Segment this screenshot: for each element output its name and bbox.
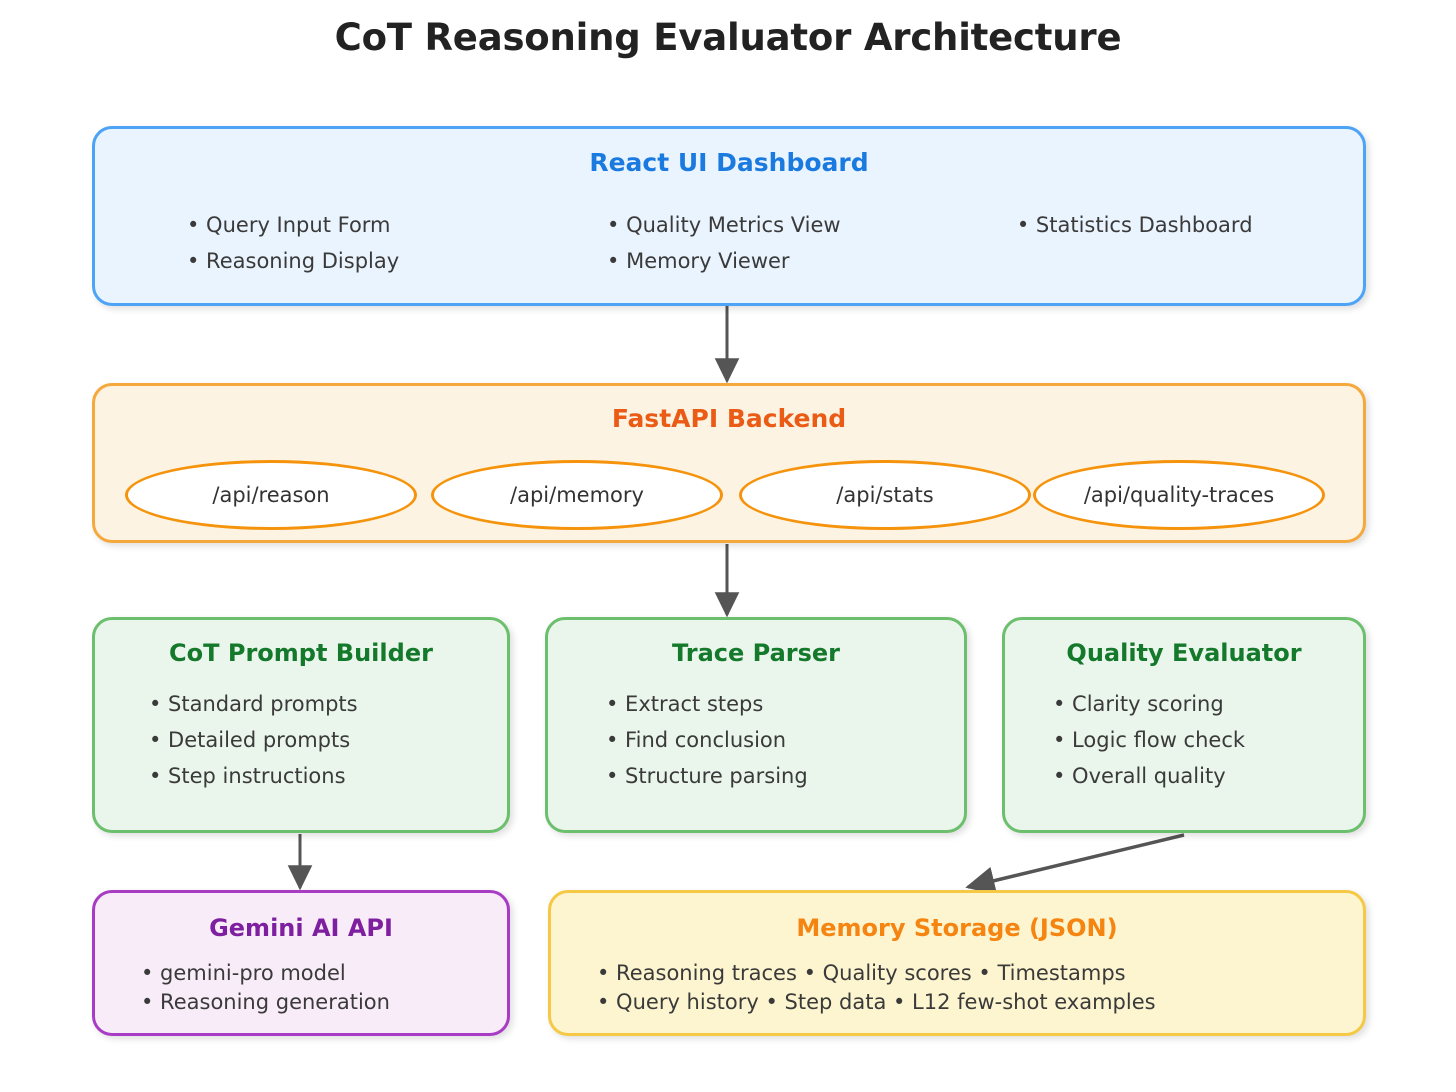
list-item: • Extract steps <box>606 692 764 716</box>
list-item: • Step instructions <box>149 764 346 788</box>
list-item: • Query Input Form <box>187 213 391 237</box>
gemini-ai-api-bullets: • gemini-pro model • Reasoning generatio… <box>95 959 507 1017</box>
trace-parser-title: Trace Parser <box>672 639 840 667</box>
endpoint-api-reason[interactable]: /api/reason <box>125 460 417 530</box>
quality-evaluator-bullets: • Clarity scoring • Logic flow check • O… <box>1005 686 1363 794</box>
list-item: • Memory Viewer <box>607 249 790 273</box>
gemini-ai-api-title: Gemini AI API <box>209 914 393 942</box>
list-item: • Overall quality <box>1053 764 1226 788</box>
cot-prompt-builder-bullets: • Standard prompts • Detailed prompts • … <box>95 686 507 794</box>
list-item: • Detailed prompts <box>149 728 351 752</box>
node-memory-storage[interactable]: Memory Storage (JSON) • Reasoning traces… <box>548 890 1366 1036</box>
node-gemini-ai-api[interactable]: Gemini AI API • gemini-pro model • Reaso… <box>92 890 510 1036</box>
feature-column-1: • Query Input Form • Reasoning Display <box>95 207 553 279</box>
cot-prompt-builder-title: CoT Prompt Builder <box>169 639 433 667</box>
list-item: • gemini-pro model <box>141 961 346 985</box>
endpoint-api-memory[interactable]: /api/memory <box>431 460 723 530</box>
node-react-ui-dashboard[interactable]: React UI Dashboard • Query Input Form • … <box>92 126 1366 306</box>
node-quality-evaluator[interactable]: Quality Evaluator • Clarity scoring • Lo… <box>1002 617 1366 833</box>
list-item: • Query history • Step data • L12 few-sh… <box>597 990 1156 1014</box>
list-item: • Structure parsing <box>606 764 808 788</box>
api-endpoint-group: /api/reason /api/memory /api/stats /api/… <box>125 460 1339 530</box>
list-item: • Reasoning Display <box>187 249 400 273</box>
list-item: • Find conclusion <box>606 728 787 752</box>
feature-column-3: • Statistics Dashboard <box>1011 207 1363 279</box>
fastapi-backend-title: FastAPI Backend <box>611 404 847 433</box>
memory-storage-title: Memory Storage (JSON) <box>796 914 1118 942</box>
react-ui-dashboard-feature-columns: • Query Input Form • Reasoning Display •… <box>95 207 1363 279</box>
trace-parser-bullets: • Extract steps • Find conclusion • Stru… <box>548 686 964 794</box>
memory-storage-bullets: • Reasoning traces • Quality scores • Ti… <box>551 959 1363 1017</box>
node-fastapi-backend[interactable]: FastAPI Backend /api/reason /api/memory … <box>92 383 1366 543</box>
page-title: CoT Reasoning Evaluator Architecture <box>334 16 1122 59</box>
list-item: • Clarity scoring <box>1053 692 1224 716</box>
list-item: • Logic flow check <box>1053 728 1246 752</box>
quality-evaluator-title: Quality Evaluator <box>1066 639 1302 667</box>
endpoint-api-quality-traces[interactable]: /api/quality-traces <box>1033 460 1325 530</box>
arrow-quality-evaluator-to-memory <box>965 833 1185 895</box>
node-trace-parser[interactable]: Trace Parser • Extract steps • Find conc… <box>545 617 967 833</box>
feature-column-2: • Quality Metrics View • Memory Viewer <box>553 207 1011 279</box>
list-item: • Quality Metrics View <box>607 213 841 237</box>
list-item: • Reasoning traces • Quality scores • Ti… <box>597 961 1126 985</box>
list-item: • Reasoning generation <box>141 990 390 1014</box>
endpoint-api-stats[interactable]: /api/stats <box>739 460 1031 530</box>
node-cot-prompt-builder[interactable]: CoT Prompt Builder • Standard prompts • … <box>92 617 510 833</box>
react-ui-dashboard-title: React UI Dashboard <box>589 148 869 177</box>
list-item: • Statistics Dashboard <box>1016 213 1253 237</box>
list-item: • Standard prompts <box>149 692 358 716</box>
